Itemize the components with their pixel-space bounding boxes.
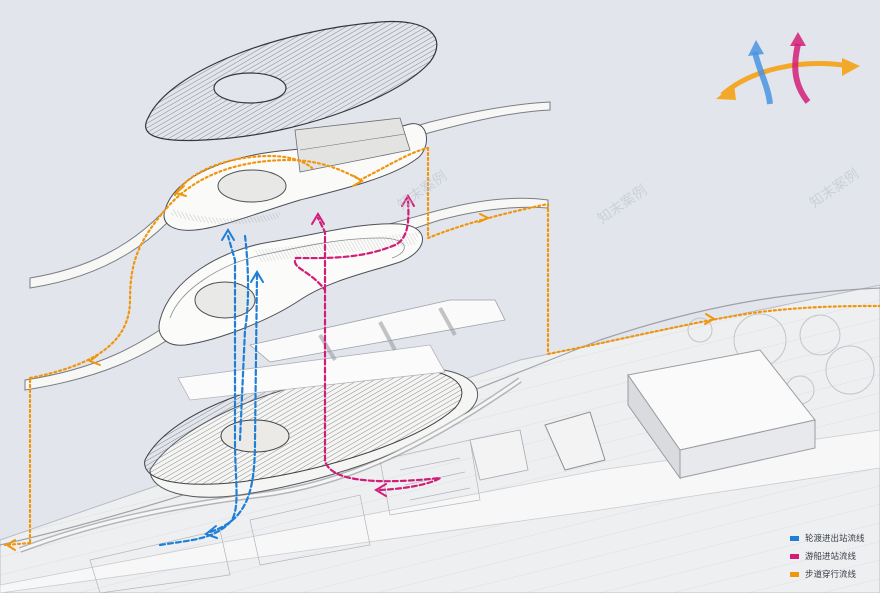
ferry-route-extra [238, 234, 250, 442]
site-base-texture [0, 285, 880, 593]
arrowhead-icon [352, 175, 364, 187]
legend-label: 步道穿行流线 [805, 570, 857, 580]
cruise-route [293, 196, 443, 492]
level-2-void [194, 281, 256, 319]
ground-plane [0, 284, 880, 593]
railway-band [0, 429, 880, 593]
ferry-flow [158, 234, 259, 547]
legend-item-ferry: 轮渡进出站流线 [790, 529, 876, 547]
legend-item-cruise: 游船进站流线 [790, 547, 876, 565]
cruise-flow [293, 196, 443, 492]
legend-swatch-ferry [790, 535, 799, 541]
arrowhead-icon [401, 194, 415, 207]
pedestrian-arrowheads [5, 175, 716, 551]
pier [469, 429, 529, 481]
level-2-concourse [24, 197, 549, 391]
arrowhead-icon [203, 525, 218, 539]
ferry-route-in [158, 234, 238, 547]
cruise-arrowheads [311, 194, 415, 497]
legend: 轮渡进出站流线 游船进站流线 步道穿行流线 [790, 529, 876, 583]
ferry-route-out [208, 272, 259, 534]
roof-canopy [145, 20, 438, 142]
cruise-route-branch [316, 216, 327, 292]
waterfront-edge [0, 287, 880, 546]
arrowhead-icon [374, 483, 387, 497]
roof-oculus [213, 72, 287, 104]
ferry-arrowheads [203, 228, 264, 539]
legend-item-pedestrian: 步道穿行流线 [790, 565, 876, 583]
arrowhead-icon [311, 212, 325, 225]
crossing-arrows-icon [716, 32, 860, 105]
legend-swatch-pedestrian [790, 571, 799, 577]
level-3-void [217, 169, 287, 203]
legend-label: 游船进站流线 [805, 552, 857, 562]
arrowhead-icon [173, 185, 187, 197]
arrowhead-icon [221, 228, 235, 241]
pier [544, 411, 606, 471]
roof-shell [145, 20, 438, 142]
pedestrian-route-top-loop [173, 154, 314, 197]
pedestrian-route-level2 [426, 202, 550, 356]
arrowhead-icon [478, 213, 491, 223]
terminal-block [627, 349, 816, 480]
arrowhead-icon [250, 270, 264, 283]
arrowhead-icon [87, 354, 101, 366]
pedestrian-route-ground [546, 304, 880, 356]
arrowhead-icon [5, 539, 16, 551]
legend-label: 轮渡进出站流线 [805, 534, 865, 544]
legend-swatch-cruise [790, 553, 799, 559]
level-3-deck [29, 101, 551, 289]
lower-deck-slab [177, 344, 446, 401]
lower-terminal [18, 344, 522, 553]
arrowhead-icon [704, 313, 716, 325]
dock-layer [249, 299, 506, 363]
